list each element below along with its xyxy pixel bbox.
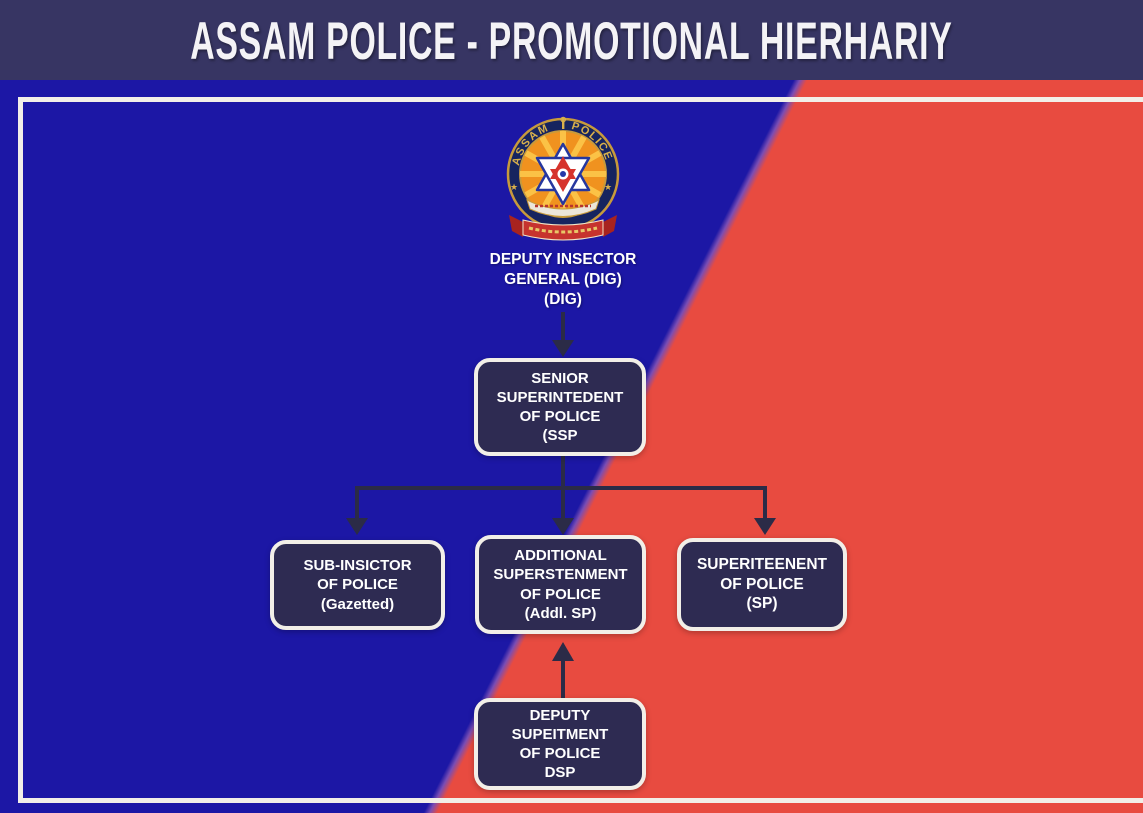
star-icon: ★ xyxy=(510,182,518,192)
staff-icon xyxy=(562,118,565,129)
diagram-canvas: ASSAM POLICE ★ ★ xyxy=(0,80,1143,813)
header-bar: ASSAM POLICE - PROMOTIONAL HIERHARIY xyxy=(0,0,1143,80)
star-icon: ★ xyxy=(604,182,612,192)
assam-police-emblem-icon: ASSAM POLICE ★ ★ xyxy=(506,116,620,241)
node-sub-inspector: SUB-INSICTOR OF POLICE (Gazetted) xyxy=(270,540,445,630)
node-dig-label: DEPUTY INSECTOR GENERAL (DIG) (DIG) xyxy=(489,251,637,309)
node-additional-sp: ADDITIONAL SUPERSTENMENT OF POLICE (Addl… xyxy=(475,535,646,634)
scroll-band xyxy=(526,199,600,217)
center-star-icon xyxy=(535,142,591,206)
node-dsp: DEPUTY SUPEITMENT OF POLICE DSP xyxy=(474,698,646,790)
page-title: ASSAM POLICE - PROMOTIONAL HIERHARIY xyxy=(190,10,953,70)
ribbon-banner xyxy=(509,215,617,241)
node-ssp: SENIOR SUPERINTEDENT OF POLICE (SSP xyxy=(474,358,646,456)
node-sp: SUPERITEENENT OF POLICE (SP) xyxy=(677,538,847,631)
